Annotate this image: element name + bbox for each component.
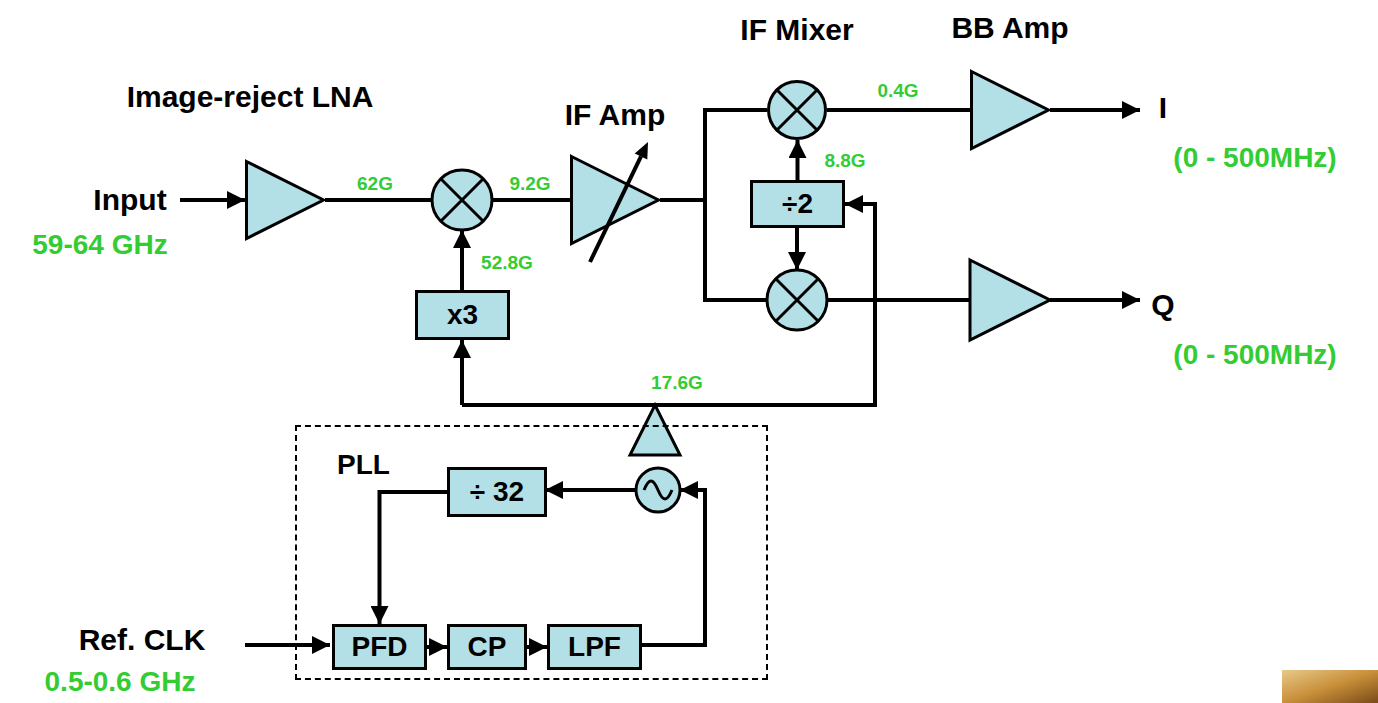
divider-box: ÷2 <box>750 180 845 228</box>
if-wire <box>492 198 570 202</box>
shape-outline <box>970 70 1050 150</box>
shape-outline <box>767 80 827 140</box>
box-text: ÷ 32 <box>470 478 524 506</box>
q-bb-wire <box>827 298 970 302</box>
frequency-label: 0.4G <box>875 80 920 101</box>
box-text: CP <box>468 633 507 661</box>
corner-thumbnail <box>1282 670 1378 703</box>
group-title: PLL <box>337 451 390 479</box>
output-label: Q <box>1151 290 1174 320</box>
q-mixer <box>767 270 827 330</box>
block-heading: IF Amp <box>565 100 666 130</box>
tune-arrow <box>640 490 705 645</box>
signal-connector <box>380 492 448 624</box>
q-lo-arrow <box>795 228 799 270</box>
signal-connector <box>827 108 970 112</box>
lo-arrow <box>460 230 464 290</box>
amplifier-symbol <box>972 72 1049 149</box>
block-heading: IF Mixer <box>740 15 853 45</box>
frequency-label: 9.2G <box>509 174 550 193</box>
frequency-label: 52.8G <box>481 253 533 272</box>
bandwidth-label: (0 - 500MHz) <box>1173 341 1336 369</box>
pfd-box: PFD <box>332 624 427 670</box>
frequency-label: 62G <box>357 174 393 193</box>
ref-arrow <box>245 643 330 647</box>
pll-group: PLL ÷ 32 PFD CP LPF <box>295 425 768 680</box>
input-arrow <box>180 198 245 202</box>
box-text: LPF <box>568 633 621 661</box>
ref-clock-label: Ref. CLK <box>79 625 206 655</box>
lpf-box: LPF <box>547 624 642 670</box>
if-mixer-circle: IF Mixer <box>767 80 827 140</box>
signal-connector <box>796 140 800 180</box>
divider-box: ÷ 32 <box>447 467 547 517</box>
amplifier-symbol <box>247 162 324 239</box>
rf-mixer <box>432 170 492 230</box>
gain-control-arrow <box>590 156 641 262</box>
band-label: 59-64 GHz <box>32 231 167 259</box>
block-heading: BB Amp <box>951 13 1068 43</box>
rf-wire <box>325 198 432 202</box>
tripler-box: x3 <box>415 290 510 340</box>
input-label: Input <box>93 185 166 215</box>
bb-amp-triangle: BB Amp <box>970 70 1050 150</box>
vco-symbol <box>636 468 680 512</box>
vco-wave <box>644 481 672 499</box>
gain-control-arrowhead <box>635 142 648 159</box>
signal-connector <box>527 645 547 649</box>
output-label: I <box>1159 93 1167 123</box>
ref-frequency-label: 0.5-0.6 GHz <box>45 668 196 696</box>
shape-outline <box>245 160 325 240</box>
shape-outline <box>570 155 660 245</box>
mixer-symbol <box>769 82 826 139</box>
q-mixer-cross <box>776 279 818 321</box>
q-bb-amp <box>970 260 1050 340</box>
q-out-arrow <box>1050 298 1140 302</box>
tripler-feed-arrow <box>460 340 464 405</box>
rf-mixer-cross <box>441 179 483 221</box>
bandwidth-label: (0 - 500MHz) <box>1173 144 1336 172</box>
box-text: x3 <box>447 301 478 329</box>
frequency-label: 8.8G <box>822 150 867 171</box>
box-text: PFD <box>352 633 408 661</box>
lo-bus-wire <box>462 204 875 405</box>
box-text: ÷2 <box>782 190 813 218</box>
signal-connector <box>427 645 447 649</box>
amplifier-symbol <box>572 157 659 244</box>
i-out-arrow <box>1050 108 1140 112</box>
cp-box: CP <box>447 624 527 670</box>
vco-buffer <box>630 405 680 455</box>
mixer-cross <box>776 89 818 131</box>
block-heading: Image-reject LNA <box>127 82 374 112</box>
frequency-label: 17.6G <box>651 373 703 392</box>
vco-out-arrow <box>545 488 636 492</box>
lna-triangle: Image-reject LNA <box>245 160 325 240</box>
if-amp-triangle: IF Amp <box>570 155 660 245</box>
